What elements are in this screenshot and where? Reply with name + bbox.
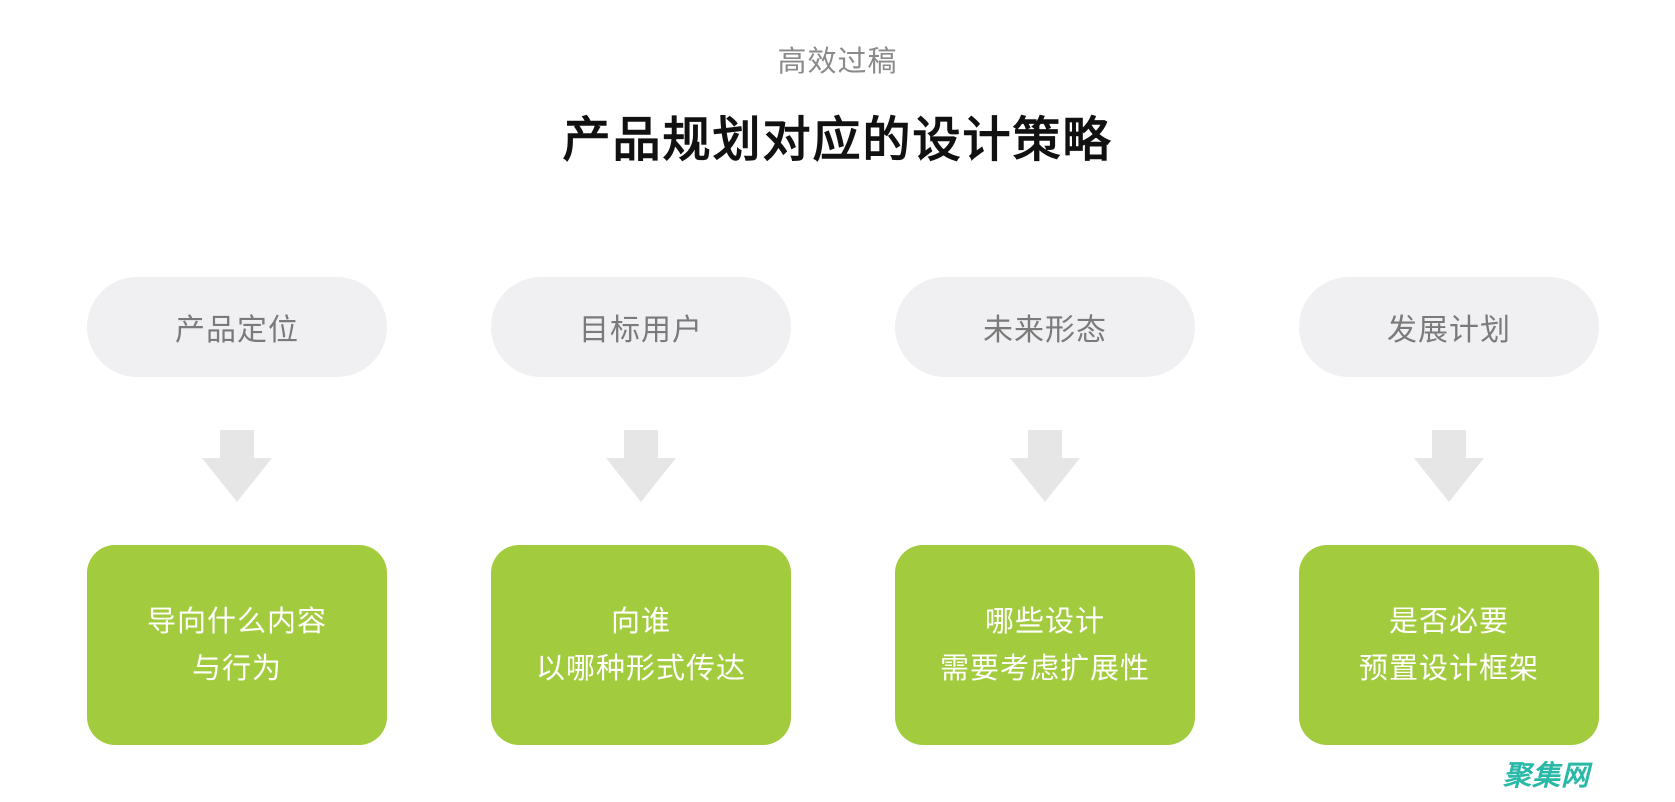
planning-label-pill: 发展计划: [1299, 277, 1599, 377]
strategy-line-1: 向谁: [610, 604, 671, 638]
watermark-logo: 聚集网: [1502, 759, 1590, 792]
strategy-line-1: 哪些设计: [984, 604, 1105, 638]
strategy-line-1: 是否必要: [1388, 604, 1509, 638]
page-subtitle: 高效过稿: [777, 44, 898, 78]
strategy-line-2: 与行为: [191, 651, 282, 685]
strategy-column-2: 目标用户 向谁 以哪种形式传达: [491, 0, 791, 802]
down-arrow-icon: [1010, 430, 1080, 502]
strategy-box: 导向什么内容 与行为: [87, 545, 387, 745]
strategy-box: 向谁 以哪种形式传达: [491, 545, 791, 745]
strategy-line-2: 以哪种形式传达: [535, 651, 746, 685]
strategy-line-2: 预置设计框架: [1358, 651, 1539, 685]
strategy-column-1: 产品定位 导向什么内容 与行为: [87, 0, 387, 802]
strategy-line-1: 导向什么内容: [146, 604, 327, 638]
strategy-column-4: 发展计划 是否必要 预置设计框架: [1299, 0, 1599, 802]
planning-label-pill: 产品定位: [87, 277, 387, 377]
strategy-column-3: 未来形态 哪些设计 需要考虑扩展性: [895, 0, 1195, 802]
strategy-box: 是否必要 预置设计框架: [1299, 545, 1599, 745]
down-arrow-icon: [202, 430, 272, 502]
down-arrow-icon: [1414, 430, 1484, 502]
strategy-line-2: 需要考虑扩展性: [939, 651, 1150, 685]
page-title: 产品规划对应的设计策略: [562, 112, 1113, 168]
planning-label-pill: 未来形态: [895, 277, 1195, 377]
strategy-box: 哪些设计 需要考虑扩展性: [895, 545, 1195, 745]
down-arrow-icon: [606, 430, 676, 502]
planning-label-pill: 目标用户: [491, 277, 791, 377]
